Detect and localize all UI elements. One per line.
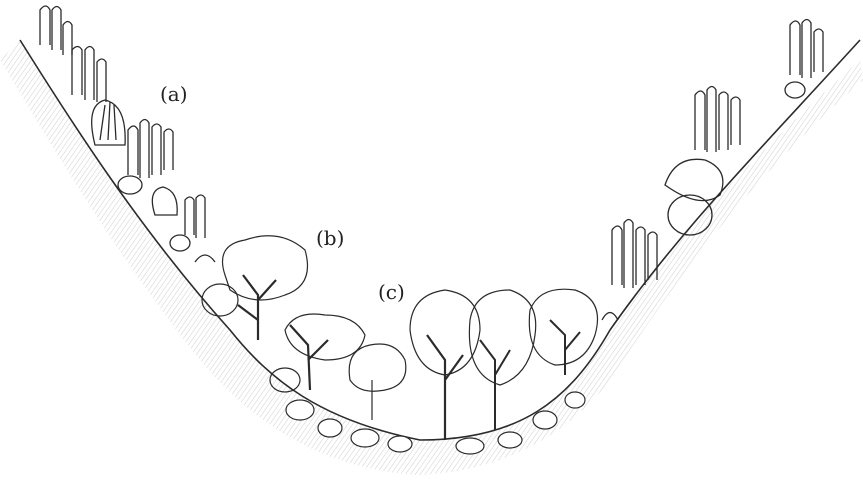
right-slope-succulents <box>602 20 823 321</box>
label-c: (c) <box>378 282 405 302</box>
valley-slope-shading <box>0 40 863 475</box>
label-b: (b) <box>316 228 344 248</box>
label-a: (a) <box>160 84 188 104</box>
